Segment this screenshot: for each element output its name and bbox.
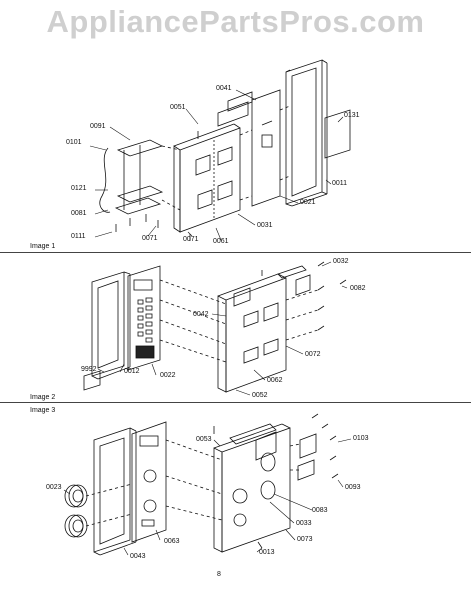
chassis-0072 [217,273,287,393]
callout-0013: 0013 [259,549,275,556]
keypad-buttons [135,297,155,359]
image2-drawing [83,261,347,393]
callout-leaders [63,89,352,556]
callout-0022: 0022 [160,372,176,379]
assembly-lines-image1 [161,105,291,211]
callout-0032: 0032 [333,258,349,265]
callout-0062: 0062 [267,377,283,384]
divider-2 [0,402,471,403]
bracket-0041 [217,91,253,127]
callout-0061: 0061 [213,238,229,245]
callout-0053-top: 0053 [196,436,212,443]
clip-0082 [295,274,311,296]
assembly-lines-image3 [85,439,301,527]
callout-0093: 0093 [345,484,361,491]
wire-0101 [99,147,111,213]
callout-0131: 0131 [344,112,360,119]
callout-0083: 0083 [312,507,328,514]
callout-0041: 0041 [216,85,232,92]
section-title-image2: Image 2 [30,394,56,401]
callout-0111: 0111 [71,233,86,240]
callout-0101: 0101 [66,139,82,146]
callout-0071-b: 0071 [183,236,199,243]
label-9992 [83,370,101,391]
chassis-0031 [173,123,241,233]
callout-0091: 0091 [90,123,106,130]
image3-drawing [64,413,339,556]
chassis-0063 [213,423,291,553]
screws-image3 [213,413,339,549]
callout-0021: 0021 [300,199,316,206]
bracket-0103 [299,433,317,459]
callout-0103: 0103 [353,435,369,442]
screws-image2 [261,261,347,331]
divider-1 [0,252,471,253]
screws-image1 [115,131,199,241]
callout-0051: 0051 [170,104,186,111]
trim-frame-0011 [285,59,328,207]
knobs-0023 [64,484,88,538]
callout-0063: 0063 [164,538,180,545]
watermark: AppliancePartsPros.com [46,4,425,39]
trim-frame-0043 [93,427,137,556]
section-title-image1: Image 1 [30,243,56,250]
callout-0043: 0043 [130,553,146,560]
callout-0081: 0081 [71,210,87,217]
callout-0042: 0042 [193,311,209,318]
callout-0071-a: 0071 [142,235,158,242]
keypad-panel-0022 [127,265,161,371]
switch-bracket [114,139,164,215]
callout-0121: 0121 [71,185,87,192]
callout-0011: 0011 [332,180,348,187]
callout-0031: 0031 [257,222,273,229]
callout-0023: 0023 [46,484,62,491]
control-panel-0053 [131,421,167,543]
page-number: 8 [217,571,221,578]
overlay-0131 [324,109,351,159]
callout-0012: 0012 [124,368,140,375]
panel-plate-0021 [251,89,281,207]
section-title-image3: Image 3 [30,407,56,414]
bracket-0032 [277,265,307,279]
trim-frame-0012 [91,271,131,380]
rings [260,452,276,500]
callout-0052: 0052 [252,392,268,399]
callout-0072: 0072 [305,351,321,358]
callout-0082: 0082 [350,285,366,292]
callout-0033: 0033 [296,520,312,527]
callout-9992: 9992 [81,366,97,373]
clip-0103b [297,459,315,481]
callout-0073: 0073 [297,536,313,543]
